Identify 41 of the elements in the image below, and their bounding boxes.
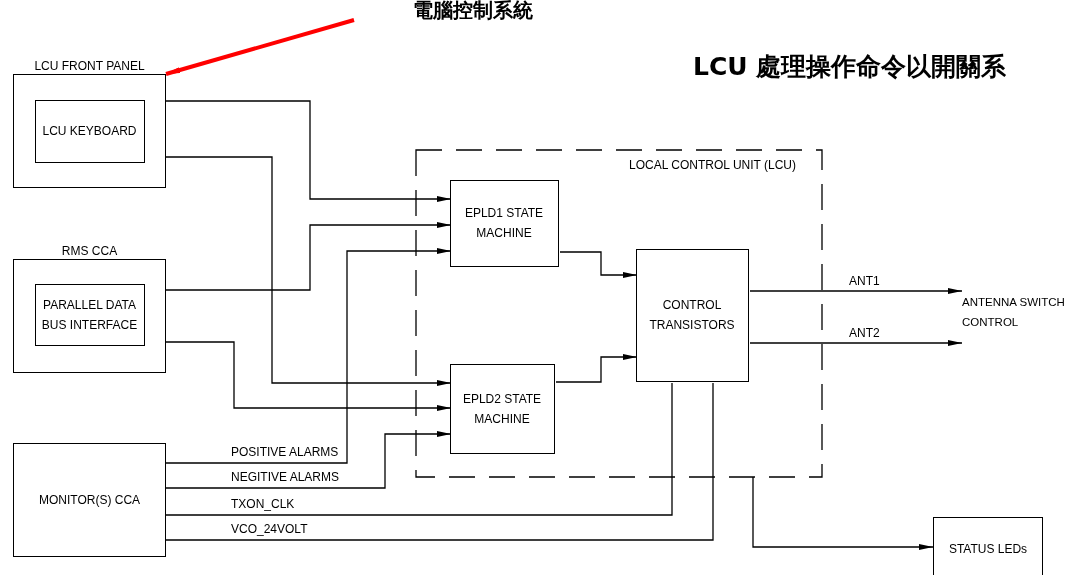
signal-line (165, 248, 452, 464)
block-box (34, 99, 145, 163)
signal-line (165, 382, 673, 516)
signal-line (752, 476, 934, 550)
signal-line (165, 382, 714, 541)
signal-line (555, 354, 638, 383)
boundary-label: LOCAL CONTROL UNIT (LCU) (629, 158, 796, 172)
block-label: PARALLEL DATA BUS INTERFACE (40, 296, 139, 334)
signal-line (165, 156, 452, 386)
signal-line (165, 222, 452, 291)
block-box (635, 248, 749, 382)
block-box (933, 517, 1043, 575)
block-label: EPLD1 STATE MACHINE (463, 205, 545, 242)
signal-line (749, 288, 963, 294)
block-heading: LCU FRONT PANEL (33, 59, 146, 73)
diagram-title: LCU 處理操作命令以開關系 (693, 51, 1007, 83)
block-label: CONTROL TRANSISTORS (648, 297, 736, 334)
edge-label: TXON_CLK (230, 497, 296, 511)
signal-line (165, 341, 452, 411)
edge-label: ANT2 (848, 326, 881, 340)
signal-line (165, 100, 452, 202)
block-box (13, 443, 166, 557)
edge-label: VCO_24VOLT (230, 522, 309, 536)
signal-line (559, 251, 638, 278)
block-label: STATUS LEDs (947, 541, 1029, 558)
block-box (449, 179, 559, 267)
block-box (34, 283, 145, 346)
dashed-boundary (416, 150, 822, 477)
output-label: ANTENNA SWITCH CONTROL (962, 295, 1066, 330)
block-heading: RMS CCA (60, 244, 119, 258)
signal-line (165, 431, 452, 489)
edge-label: ANT1 (848, 274, 881, 288)
pointer-arrow (165, 18, 355, 76)
block-label: MONITOR(S) CCA (37, 492, 142, 509)
block-box (449, 363, 555, 454)
block-label: LCU KEYBOARD (41, 123, 138, 140)
annotation-text: 電腦控制系統 (413, 0, 533, 20)
signal-line (749, 340, 963, 346)
edge-label: POSITIVE ALARMS (230, 445, 340, 459)
block-label: EPLD2 STATE MACHINE (461, 390, 543, 428)
edge-label: NEGITIVE ALARMS (230, 470, 341, 484)
